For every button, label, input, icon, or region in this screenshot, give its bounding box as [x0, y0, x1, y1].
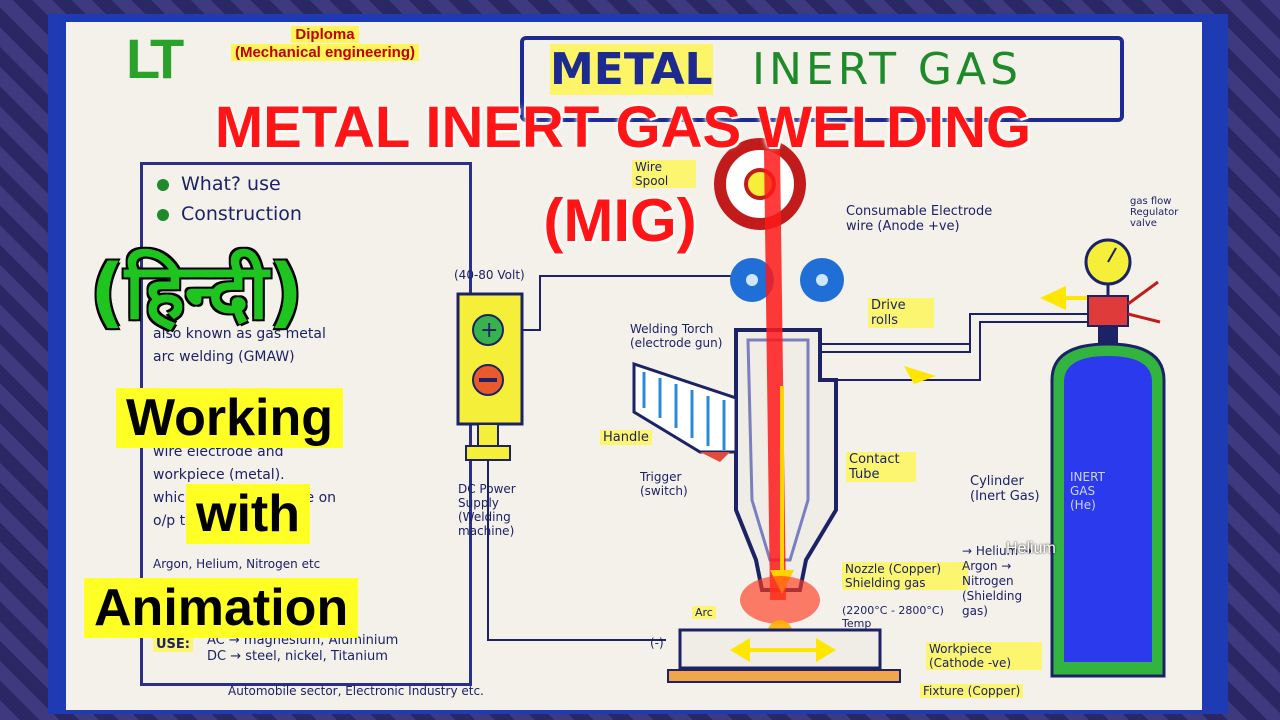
label-temp: (2200°C - 2800°C) Temp: [842, 604, 944, 630]
label-inert-gas-body: INERT GAS (He): [1070, 470, 1105, 512]
label-fixture: Fixture (Copper): [920, 684, 1024, 698]
label-negative: (-): [650, 636, 664, 650]
notes-bullets: What? use Construction: [157, 173, 302, 225]
label-arc: Arc: [692, 606, 716, 619]
course-line-1: Diploma: [291, 26, 359, 43]
overlay-helium-tag: Helium: [1006, 540, 1056, 557]
label-voltage: (40-80 Volt): [454, 268, 525, 282]
overlay-title: METAL INERT GAS WELDING: [214, 95, 1032, 160]
label-cylinder-list: → Helium → Argon → Nitrogen (Shielding g…: [962, 544, 1033, 618]
overlay-hindi: (हिन्दी): [90, 247, 304, 336]
overlay-animation: Animation: [84, 578, 359, 638]
svg-text:+: +: [480, 318, 498, 343]
label-drive-rolls: Drive rolls: [868, 298, 934, 328]
board-title-inert-gas: INERT GAS: [752, 44, 1023, 95]
overlay-working-line2: with: [186, 484, 310, 544]
label-wire-spool: Wire Spool: [632, 160, 696, 188]
fixture: [667, 669, 901, 683]
board-title-metal: METAL: [550, 44, 713, 95]
label-trigger: Trigger (switch): [640, 470, 688, 498]
overlay-working: Working: [116, 388, 344, 448]
label-workpiece: Workpiece (Cathode -ve): [926, 642, 1042, 670]
overlay-subtitle: (MIG): [543, 187, 697, 254]
logo: LT: [122, 26, 188, 90]
note-line: arc welding (GMAW): [153, 349, 295, 365]
course-header: Diploma (Mechanical engineering): [198, 26, 452, 62]
gas-cylinder: [1050, 238, 1166, 678]
label-gas-regulator: gas flow Regulator valve: [1130, 196, 1179, 229]
label-cylinder: Cylinder (Inert Gas): [970, 474, 1040, 504]
use-dc: DC → steel, nickel, Titanium: [207, 649, 388, 664]
bullet-item: What? use: [157, 173, 302, 195]
label-dc-supply: DC Power Supply (Welding machine): [458, 482, 516, 538]
note-line: also known as gas metal: [153, 326, 326, 342]
overlay-working-line1: Working: [116, 388, 344, 448]
use-label: USE:: [153, 637, 193, 652]
bullet-item: Construction: [157, 203, 302, 225]
label-handle: Handle: [600, 430, 652, 445]
note-line: wire electrode and: [153, 444, 284, 460]
use-industries: Automobile sector, Electronic Industry e…: [228, 684, 484, 698]
board-title-box: METAL INERT GAS: [520, 36, 1124, 122]
trigger: [700, 452, 730, 462]
note-line: Argon, Helium, Nitrogen etc: [153, 557, 321, 571]
arc-glow: [740, 576, 820, 624]
bullet-dot-icon: [157, 178, 169, 191]
dc-power-supply: +: [456, 292, 524, 461]
note-line: workpiece (metal).: [153, 467, 285, 483]
label-consumable: Consumable Electrode wire (Anode +ve): [846, 204, 993, 234]
label-welding-torch: Welding Torch (electrode gun): [630, 322, 723, 350]
overlay-working-line3: Animation: [84, 578, 359, 638]
logo-text: LT: [126, 27, 184, 90]
bullet-dot-icon: [157, 208, 169, 221]
welding-torch: [734, 328, 971, 592]
label-contact-tube: Contact Tube: [846, 452, 916, 482]
course-line-2: (Mechanical engineering): [230, 44, 420, 61]
label-nozzle: Nozzle (Copper) Shielding gas: [842, 562, 968, 590]
electrode-wire: [764, 149, 786, 601]
overlay-with: with: [186, 484, 310, 544]
